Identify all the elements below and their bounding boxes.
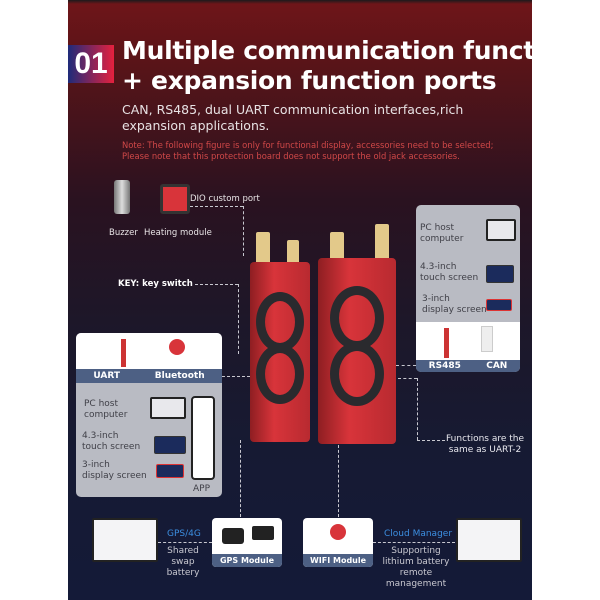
buzzer-label: Buzzer (109, 228, 138, 238)
can-adapter-icon (481, 326, 493, 352)
wifi-module-card: WIFI Module (303, 518, 373, 567)
bluetooth-module-icon (169, 339, 185, 355)
pc-monitor-icon (486, 219, 516, 241)
rs485-port-label: RS485 (428, 361, 461, 371)
bluetooth-port-label: Bluetooth (154, 371, 205, 381)
wifi-module-icon (330, 524, 346, 540)
display-screen-icon (486, 299, 512, 311)
pc-monitor-gps-icon (92, 518, 158, 562)
heating-module-icon (160, 184, 190, 214)
pc-monitor-icon (150, 397, 186, 419)
gps-module-card: GPS Module (4G) (212, 518, 282, 567)
rs485-cable-icon (444, 328, 449, 358)
buzzer-icon (114, 180, 130, 214)
phone-app-icon (191, 396, 215, 480)
display-screen-icon (156, 464, 184, 478)
section-number-badge: 01 (68, 45, 114, 83)
can-port-label: CAN (486, 361, 508, 371)
cloud-manager-label: Cloud Manager (384, 529, 453, 539)
key-switch-label: KEY: key switch (118, 279, 193, 289)
note: Note: The following figure is only for f… (122, 140, 494, 161)
bms-board-left (250, 262, 310, 442)
subtitle: CAN, RS485, dual UART communication inte… (122, 102, 464, 133)
touch-screen-icon (486, 265, 514, 283)
uart-cable-icon (121, 339, 126, 367)
uart-port-label: UART (93, 371, 121, 381)
bms-board-right (318, 258, 396, 444)
app-label: APP (193, 484, 211, 494)
heating-module-label: Heating module (144, 228, 212, 238)
wifi-module-label: WIFI Module (303, 554, 373, 567)
gps-module-label: GPS Module (4G) (212, 554, 282, 567)
dio-port-label: DIO custom port (190, 194, 260, 204)
gps-module-icon (222, 528, 244, 544)
page-title: Multiple communication functions+ expans… (122, 36, 593, 95)
touch-screen-icon (154, 436, 186, 454)
pc-monitor-cloud-icon (456, 518, 522, 562)
gps-4g-label: GPS/4G (167, 529, 201, 539)
